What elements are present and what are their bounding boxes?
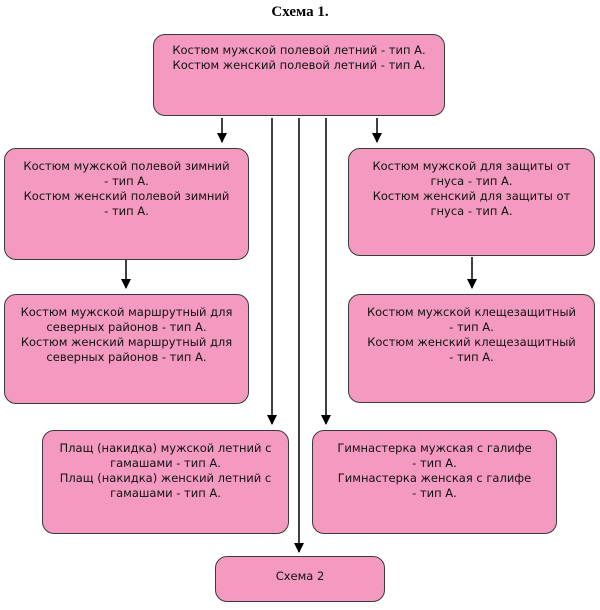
box-cloak-with-gaiters-male: Плащ (накидка) мужской летний с гамашами… [59, 441, 272, 470]
box-scheme-2-label: Схема 2 [275, 569, 325, 583]
box-winter-field-suit: Костюм мужской полевой зимний - тип А. К… [4, 148, 249, 260]
box-gnat-protection-suit-male: Костюм мужской для защиты от гнуса - тип… [372, 159, 571, 188]
box-winter-field-suit-male: Костюм мужской полевой зимний - тип А. [23, 159, 230, 188]
diagram-title: Схема 1. [271, 4, 329, 20]
box-summer-field-suit-male: Костюм мужской полевой летний - тип А. [172, 43, 426, 57]
box-gymnastyorka-with-galife: Гимнастерка мужская с галифе - тип А. Ги… [312, 430, 557, 534]
box-gymnastyorka-with-galife-female: Гимнастерка женская с галифе - тип А. [337, 471, 532, 500]
box-route-suit-northern-male: Костюм мужской маршрутный для северных р… [20, 305, 233, 334]
box-route-suit-northern-female: Костюм женский маршрутный для северных р… [20, 335, 233, 364]
box-winter-field-suit-female: Костюм женский полевой зимний - тип А. [23, 189, 230, 218]
box-summer-field-suit: Костюм мужской полевой летний - тип А. К… [153, 34, 445, 116]
box-tick-protection-suit-female: Костюм женский клещезащитный - тип А. [367, 335, 576, 364]
box-gnat-protection-suit-female: Костюм женский для защиты от гнуса - тип… [372, 189, 571, 218]
box-gnat-protection-suit: Костюм мужской для защиты от гнуса - тип… [348, 148, 595, 256]
box-summer-field-suit-female: Костюм женский полевой летний - тип А. [172, 58, 426, 72]
box-cloak-with-gaiters-female: Плащ (накидка) женский летний с гамашами… [59, 471, 272, 500]
box-gymnastyorka-with-galife-male: Гимнастерка мужская с галифе - тип А. [337, 441, 532, 470]
box-tick-protection-suit: Костюм мужской клещезащитный - тип А. Ко… [348, 294, 595, 403]
box-scheme-2: Схема 2 [215, 556, 385, 602]
box-route-suit-northern: Костюм мужской маршрутный для северных р… [4, 294, 249, 404]
box-cloak-with-gaiters: Плащ (накидка) мужской летний с гамашами… [42, 430, 289, 534]
box-tick-protection-suit-male: Костюм мужской клещезащитный - тип А. [366, 305, 577, 334]
